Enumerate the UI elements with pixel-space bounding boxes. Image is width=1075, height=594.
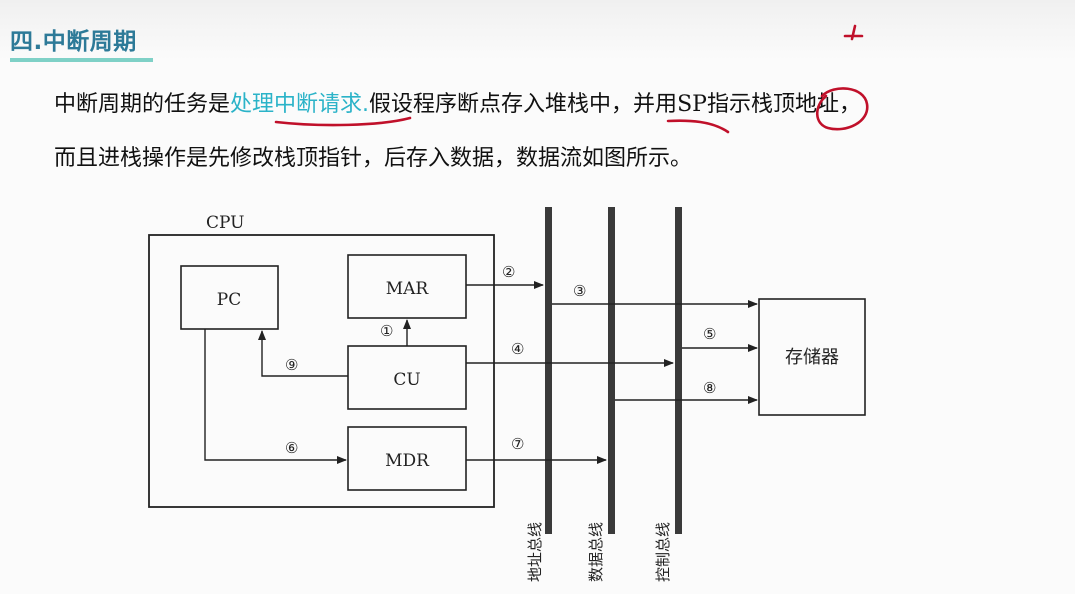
- pc-register: [180, 265, 279, 330]
- underline-annotation: [274, 116, 412, 127]
- control-bus: [675, 207, 682, 534]
- section-title: 四.中断周期: [10, 29, 137, 55]
- data-bus-label: 数据总线: [587, 522, 605, 582]
- step-number: ⑤: [703, 325, 716, 343]
- step-number: ⑦: [511, 435, 524, 453]
- highlight-text: 处理中断请求.: [230, 92, 370, 117]
- paragraph-line-2: 而且进栈操作是先修改栈顶指针，后存入数据，数据流如图所示。: [54, 146, 693, 171]
- address-bus-label: 地址总线: [526, 522, 544, 582]
- cpu-box: [148, 234, 495, 508]
- cu-label: CU: [393, 370, 420, 390]
- data-bus: [608, 207, 615, 534]
- arrow-cu-to-pc: [258, 330, 348, 377]
- cpu-label: CPU: [206, 213, 244, 233]
- step-number: ④: [511, 340, 524, 358]
- stack-word: 堆栈: [545, 92, 590, 117]
- address-bus: [545, 207, 552, 534]
- step-number: ①: [380, 322, 393, 340]
- section-title-underline: [10, 58, 153, 62]
- step-number: ⑥: [285, 439, 298, 457]
- text-segment: 假设程序断点存入: [369, 92, 546, 117]
- paragraph-line-1: 中断周期的任务是处理中断请求.假设程序断点存入堆栈中，并用SP指示栈顶地址，: [54, 90, 861, 120]
- arrow-pc-to-mdr: [204, 329, 347, 464]
- mar-register: [347, 254, 467, 319]
- tick-annotation: [843, 24, 864, 41]
- underline-annotation: [666, 119, 730, 134]
- step-number: ⑧: [703, 379, 716, 397]
- pc-label: PC: [217, 290, 241, 310]
- text-segment: 中，并用: [589, 92, 678, 117]
- control-bus-label: 控制总线: [654, 522, 672, 582]
- text-segment: 中断周期的任务是: [54, 92, 231, 117]
- step-number: ③: [573, 282, 586, 300]
- text-segment: 指示栈顶地址，: [706, 92, 861, 117]
- sp-term: SP: [677, 92, 707, 117]
- mdr-register: [347, 426, 467, 491]
- mar-label: MAR: [386, 279, 430, 299]
- memory-label: 存储器: [785, 347, 839, 368]
- mdr-label: MDR: [385, 451, 430, 471]
- header-band: [0, 0, 1075, 60]
- memory-box: [758, 298, 866, 416]
- step-number: ⑨: [285, 356, 298, 374]
- circle-annotation: [815, 87, 869, 131]
- step-number: ②: [502, 263, 515, 281]
